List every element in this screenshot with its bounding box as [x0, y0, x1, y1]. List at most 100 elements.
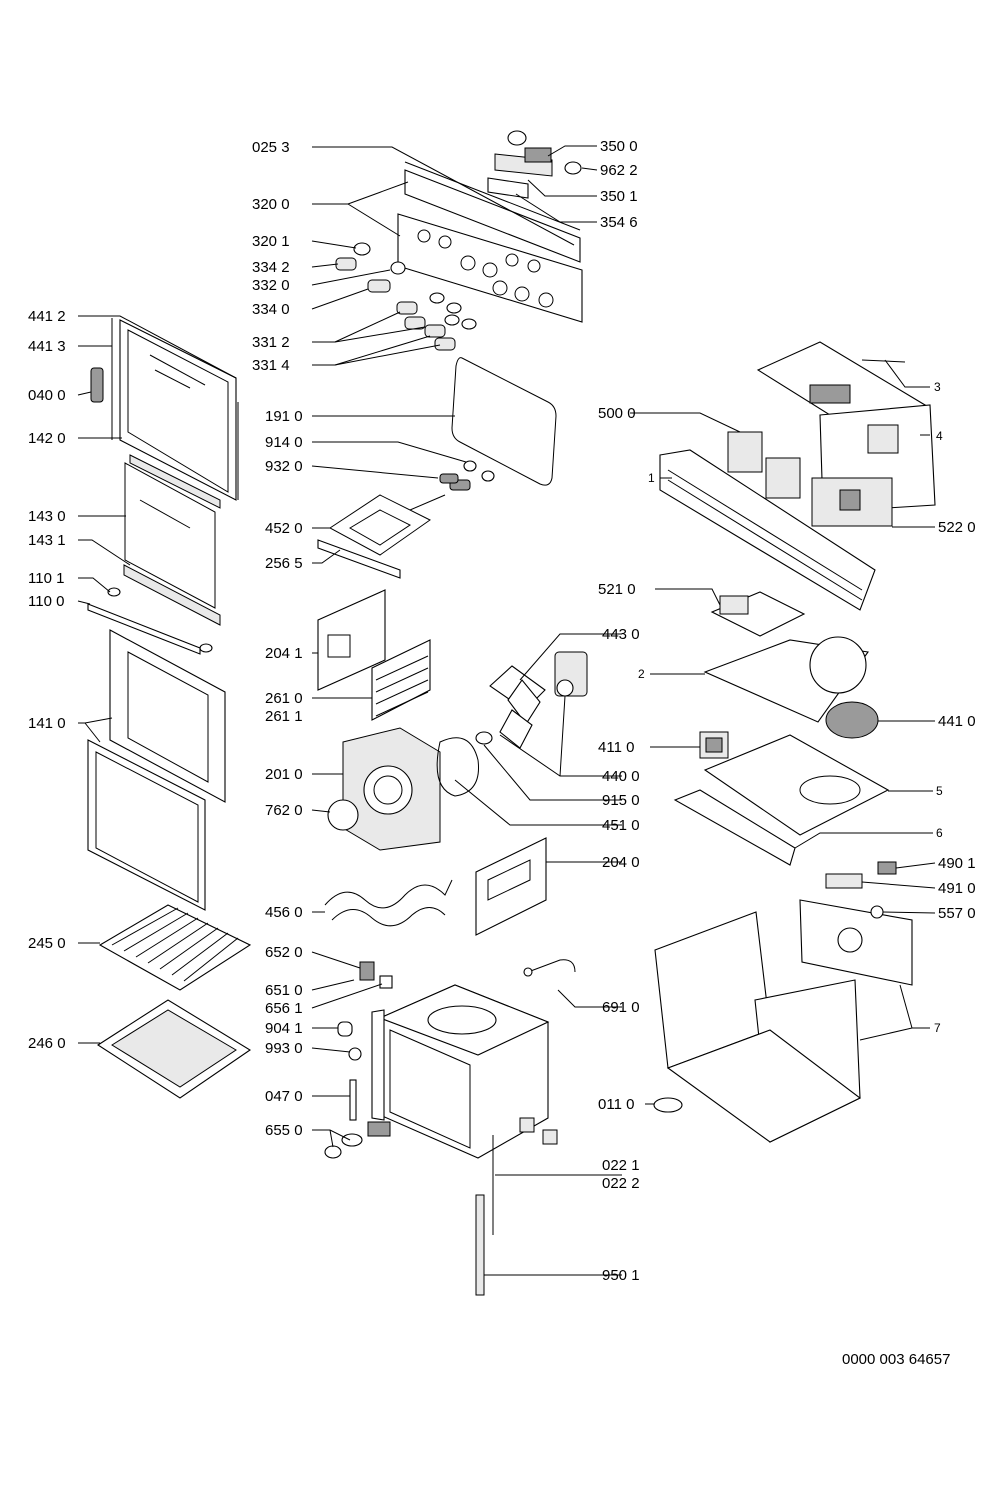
oven-cavity-drawing	[371, 984, 558, 1159]
callout-group-1: 1	[648, 471, 655, 485]
callout-652-0: 652 0	[265, 944, 303, 961]
leader-lines	[77, 145, 936, 1276]
callout-557-0: 557 0	[938, 905, 976, 922]
knobs-drawing	[335, 242, 477, 351]
callout-443-0: 443 0	[602, 626, 640, 643]
callout-group-2: 2	[638, 667, 645, 681]
callout-246-0: 246 0	[28, 1035, 66, 1052]
callout-261-0: 261 0	[265, 690, 303, 707]
relay-board-drawing	[727, 431, 893, 527]
callout-522-0: 522 0	[938, 519, 976, 536]
callout-441-3: 441 3	[28, 338, 66, 355]
vertical-strips-drawing	[475, 1135, 494, 1296]
rear-panel-drawing	[475, 837, 547, 936]
front-channel-drawing	[659, 449, 876, 611]
door-bracket-drawing	[87, 587, 213, 655]
fan-cover-drawing	[327, 727, 441, 851]
callout-441-2: 441 2	[28, 308, 66, 325]
foot-drawing	[653, 1097, 683, 1113]
callout-411-0: 411 0	[598, 739, 634, 756]
callout-256-5: 256 5	[265, 555, 303, 572]
cooling-fan-plate-drawing	[703, 636, 879, 739]
callout-350-1: 350 1	[600, 188, 638, 205]
callout-762-0: 762 0	[265, 802, 303, 819]
callout-320-1: 320 1	[252, 233, 290, 250]
callout-521-0: 521 0	[598, 581, 636, 598]
callout-040-0: 040 0	[28, 387, 66, 404]
callout-142-0: 142 0	[28, 430, 66, 447]
callout-904-1: 904 1	[265, 1020, 303, 1037]
callout-932-0: 932 0	[265, 458, 303, 475]
small-parts-drawing	[324, 961, 393, 1159]
transformer-drawing	[699, 731, 729, 759]
callout-334-2: 334 2	[252, 259, 290, 276]
document-reference-number: 0000 003 64657	[842, 1351, 950, 1368]
side-runners-drawing	[371, 639, 431, 721]
control-panel-drawing	[397, 161, 583, 323]
callout-group-6: 6	[936, 826, 943, 840]
callout-110-1: 110 1	[28, 570, 64, 587]
bottom-heater-drawing	[324, 879, 453, 927]
callout-204-1: 204 1	[265, 645, 303, 662]
callout-962-2: 962 2	[600, 162, 638, 179]
callout-651-0: 651 0	[265, 982, 303, 999]
callout-labels: 025 3 320 0 320 1 334 2 332 0 334 0 331 …	[28, 138, 976, 1284]
callout-915-0: 915 0	[602, 792, 640, 809]
callout-191-0: 191 0	[265, 408, 303, 425]
grill-element-drawing	[317, 494, 446, 579]
callout-441-0: 441 0	[938, 713, 976, 730]
callout-245-0: 245 0	[28, 935, 66, 952]
rear-wall-drawing	[317, 589, 386, 691]
baking-tray-drawing	[96, 999, 252, 1099]
callout-451-0: 451 0	[602, 817, 640, 834]
callout-group-3: 3	[934, 380, 941, 394]
timer-display-drawing	[487, 130, 582, 199]
lamp-holder-drawing	[523, 959, 576, 977]
callout-261-1: 261 1	[265, 708, 303, 725]
callout-354-6: 354 6	[600, 214, 638, 231]
callout-204-0: 204 0	[602, 854, 640, 871]
callout-440-0: 440 0	[602, 768, 640, 785]
door-gasket-drawing	[451, 357, 557, 486]
fan-assembly-drawing	[436, 651, 588, 797]
callout-022-2: 022 2	[602, 1175, 640, 1192]
callout-331-4: 331 4	[252, 357, 290, 374]
oven-lamp-drawing	[439, 460, 495, 491]
callout-332-0: 332 0	[252, 277, 290, 294]
callout-110-0: 110 0	[28, 593, 64, 610]
callout-047-0: 047 0	[265, 1088, 303, 1105]
callout-491-0: 491 0	[938, 880, 976, 897]
callout-500-0: 500 0	[598, 405, 636, 422]
callout-452-0: 452 0	[265, 520, 303, 537]
callout-143-0: 143 0	[28, 508, 66, 525]
callout-201-0: 201 0	[265, 766, 303, 783]
callout-320-0: 320 0	[252, 196, 290, 213]
callout-993-0: 993 0	[265, 1040, 303, 1057]
base-plates-drawing	[673, 734, 890, 866]
callout-914-0: 914 0	[265, 434, 303, 451]
callout-331-2: 331 2	[252, 334, 290, 351]
callout-655-0: 655 0	[265, 1122, 303, 1139]
callout-656-1: 656 1	[265, 1000, 303, 1017]
door-inner-frame-drawing	[90, 318, 239, 501]
callout-group-7: 7	[934, 1021, 941, 1035]
callout-025-3: 025 3	[252, 139, 290, 156]
callout-022-1: 022 1	[602, 1157, 640, 1174]
callout-456-0: 456 0	[265, 904, 303, 921]
inner-glass-drawing	[123, 454, 221, 626]
callout-011-0: 011 0	[598, 1096, 634, 1113]
outer-door-glass-drawing	[87, 629, 226, 911]
control-module-drawing	[710, 591, 806, 637]
callout-490-1: 490 1	[938, 855, 976, 872]
callout-group-5: 5	[936, 784, 943, 798]
callout-950-1: 950 1	[602, 1267, 640, 1284]
callout-141-0: 141 0	[28, 715, 66, 732]
callout-691-0: 691 0	[602, 999, 640, 1016]
callout-334-0: 334 0	[252, 301, 290, 318]
outer-housing-drawing	[654, 861, 913, 1143]
callout-350-0: 350 0	[600, 138, 638, 155]
callout-143-1: 143 1	[28, 532, 66, 549]
oven-rack-drawing	[98, 904, 252, 991]
callout-group-4: 4	[936, 429, 943, 443]
